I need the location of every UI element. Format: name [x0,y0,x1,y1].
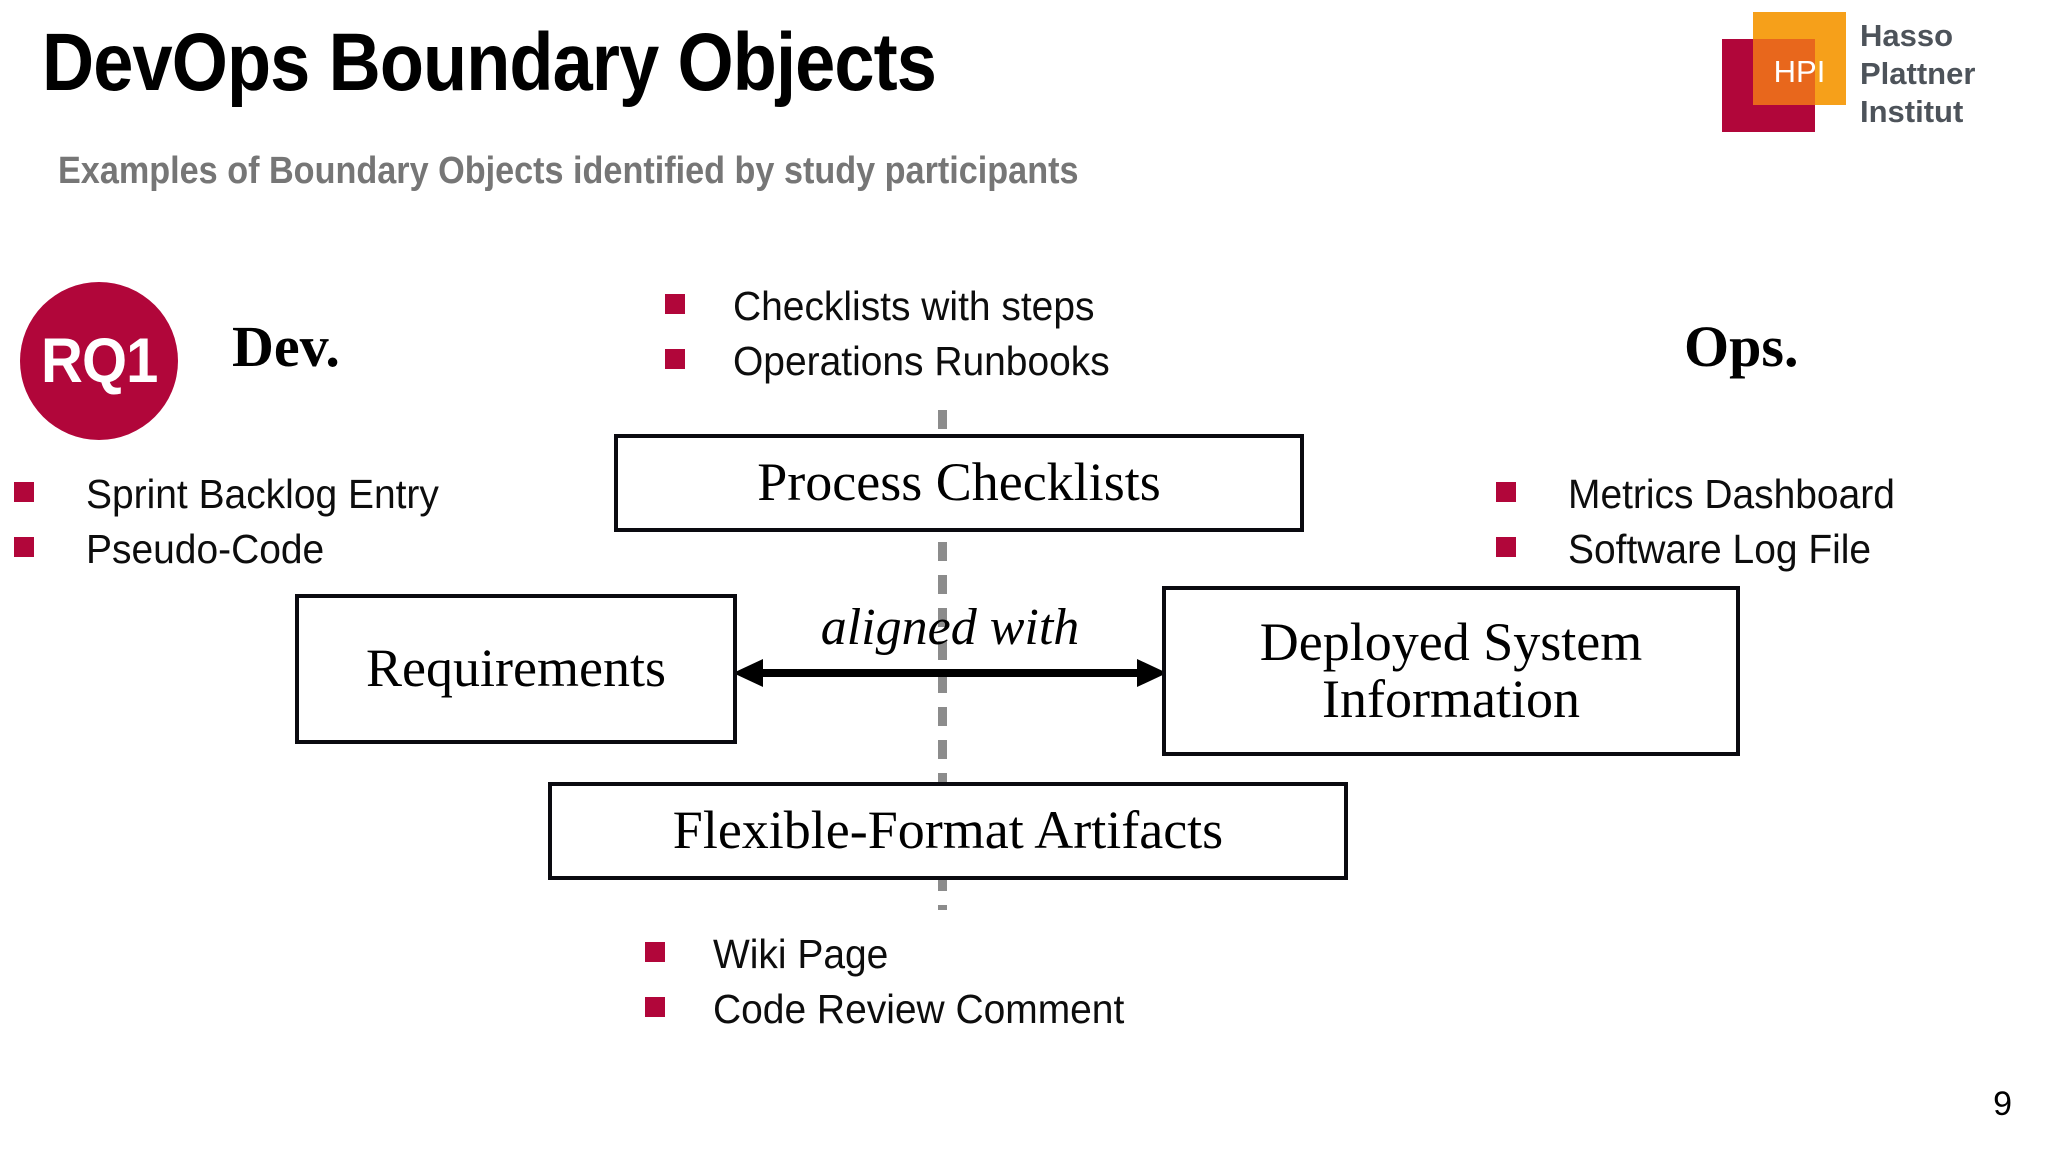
research-question-badge-label: RQ1 [40,326,158,396]
square-bullet-icon [665,348,685,369]
ops-side-heading: Ops. [1684,314,1799,379]
list-item-label: Sprint Backlog Entry [86,471,439,517]
list-item: Sprint Backlog Entry [14,471,457,518]
box-flexible-format-artifacts: Flexible-Format Artifacts [548,782,1348,880]
list-item: Pseudo-Code [14,525,457,573]
dev-side-heading: Dev. [232,314,340,379]
box-deployed-system-information-label: Deployed System Information [1259,611,1643,729]
square-bullet-icon [1496,482,1516,502]
box-deployed-system-information: Deployed System Information [1162,586,1740,756]
list-item-label: Software Log File [1568,525,1872,572]
dev-ops-dashed-divider [938,410,947,910]
page-number: 9 [1993,1085,2012,1123]
square-bullet-icon [1496,536,1516,557]
square-bullet-icon [14,482,34,502]
hpi-logo: HPI Hasso Plattner Institut [1722,12,2032,137]
dev-bullet-list: Sprint Backlog Entry Pseudo-Code [14,471,457,582]
research-question-badge: RQ1 [20,282,178,440]
box-process-checklists-label: Process Checklists [757,452,1161,513]
list-item-label: Operations Runbooks [733,337,1110,384]
list-item-label: Pseudo-Code [86,525,325,572]
square-bullet-icon [14,536,34,557]
list-item-label: Checklists with steps [733,283,1095,329]
top-bullet-list: Checklists with steps Operations Runbook… [665,283,1130,394]
page-title: DevOps Boundary Objects [42,17,937,108]
list-item-label: Code Review Comment [713,985,1125,1032]
box-flexible-format-artifacts-label: Flexible-Format Artifacts [672,800,1224,861]
page-subtitle: Examples of Boundary Objects identified … [58,150,1079,192]
logo-wordmark-line-2: Plattner [1860,56,1976,92]
square-bullet-icon [665,294,685,314]
list-item: Metrics Dashboard [1496,471,1912,518]
logo-hpi-text: HPI [1773,54,1826,89]
list-item: Code Review Comment [645,985,1146,1033]
bottom-bullet-list: Wiki Page Code Review Comment [645,931,1146,1042]
box-requirements: Requirements [295,594,737,744]
double-headed-arrow-icon [733,659,1167,687]
logo-wordmark-line-3: Institut [1860,94,1964,130]
list-item: Operations Runbooks [665,337,1130,385]
list-item: Checklists with steps [665,283,1130,330]
list-item: Software Log File [1496,525,1912,573]
square-bullet-icon [645,942,665,962]
ops-bullet-list: Metrics Dashboard Software Log File [1496,471,1912,582]
logo-overlap-square [1753,39,1815,105]
list-item-label: Metrics Dashboard [1568,471,1895,517]
box-requirements-label: Requirements [366,638,666,699]
list-item-label: Wiki Page [713,931,889,977]
aligned-with-label: aligned with [820,599,1080,656]
box-process-checklists: Process Checklists [614,434,1304,532]
square-bullet-icon [645,996,665,1017]
logo-wordmark-line-1: Hasso [1860,18,1954,53]
aligned-with-relation: aligned with [733,598,1167,698]
list-item: Wiki Page [645,931,1146,978]
logo-wordmark: Hasso Plattner Institut [1860,17,1975,131]
